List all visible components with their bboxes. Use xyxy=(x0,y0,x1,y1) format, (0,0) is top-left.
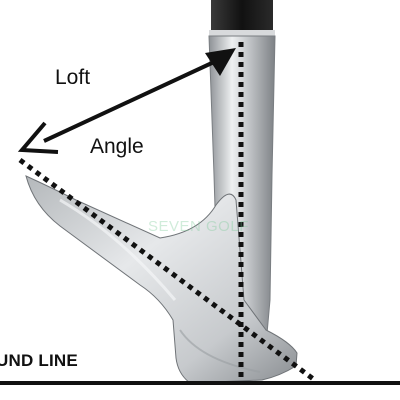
loft-arrow-line xyxy=(43,60,215,143)
club-ferrule xyxy=(209,30,275,38)
club-sole-shading xyxy=(179,329,261,373)
club-head xyxy=(25,175,298,384)
angle-label: Angle xyxy=(90,135,144,158)
face-angle-line xyxy=(18,157,318,384)
club-face-shading xyxy=(59,198,177,301)
loft-arrow-head-bottom xyxy=(17,121,59,154)
loft-label: Loft xyxy=(55,66,91,89)
ground-line-label: UND LINE xyxy=(0,351,78,370)
loft-arrow-head-top xyxy=(205,48,236,76)
watermark-text: SEVEN GOLF xyxy=(148,218,249,235)
